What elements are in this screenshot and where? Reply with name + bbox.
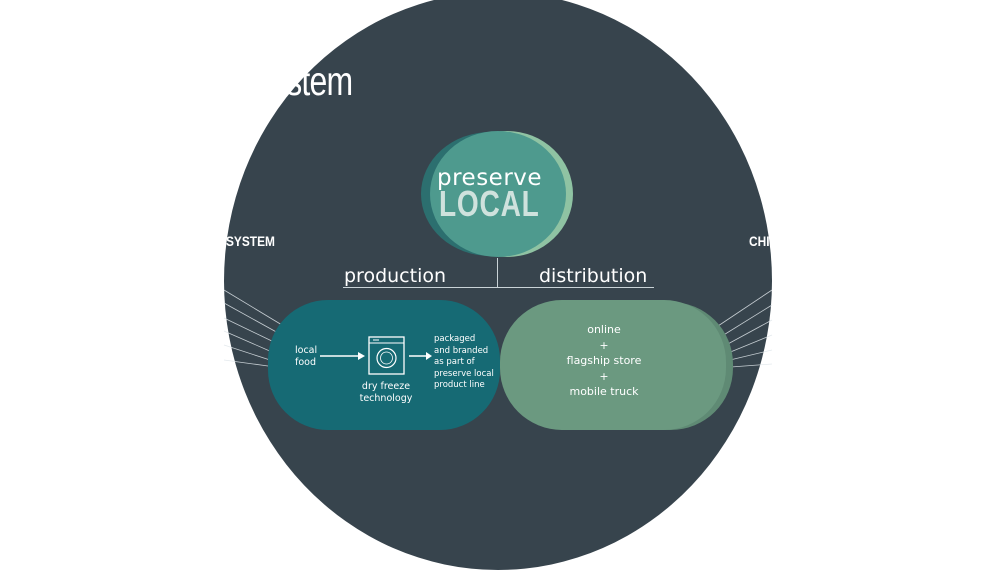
distribution-label: distribution <box>539 265 648 287</box>
input-text: local food <box>295 345 317 369</box>
output-text: packaged and branded as part of preserve… <box>434 334 494 392</box>
distribution-text: online + flagship store + mobile truck <box>558 322 650 400</box>
process-line: technology <box>359 393 413 404</box>
output-line: packaged <box>434 334 476 344</box>
right-rays <box>717 289 773 368</box>
production-box <box>268 300 500 430</box>
channel-separator: + <box>599 369 609 383</box>
arrow-right-icon <box>320 352 365 360</box>
right-topic-label: CHI <box>749 233 770 249</box>
core-title-bottom: LOCAL <box>439 183 540 224</box>
input-line: food <box>295 357 316 368</box>
core-circle <box>430 131 566 257</box>
output-line: and branded <box>434 345 489 356</box>
channel-line: flagship store <box>566 354 642 367</box>
process-text: dry freeze technology <box>356 381 416 405</box>
arrow-right-icon <box>409 352 432 360</box>
output-line: product line <box>434 380 485 390</box>
system-circle <box>224 0 772 570</box>
production-label: production <box>344 265 447 287</box>
channel-separator: + <box>599 338 609 352</box>
input-line: local <box>295 345 318 356</box>
washing-machine-icon <box>368 336 405 375</box>
output-line: preserve local <box>434 368 494 379</box>
section-title: ystem <box>271 58 353 104</box>
core-title-top: preserve <box>437 165 543 191</box>
left-rays <box>223 289 283 367</box>
channel-line: online <box>587 323 621 336</box>
output-line: as part of <box>434 357 475 367</box>
channel-line: mobile truck <box>569 385 639 398</box>
process-line: dry freeze <box>361 381 411 392</box>
distribution-box <box>500 300 726 430</box>
branch-line <box>343 287 654 288</box>
left-topic-label: SYSTEM <box>226 233 275 249</box>
stem-line <box>497 258 498 288</box>
